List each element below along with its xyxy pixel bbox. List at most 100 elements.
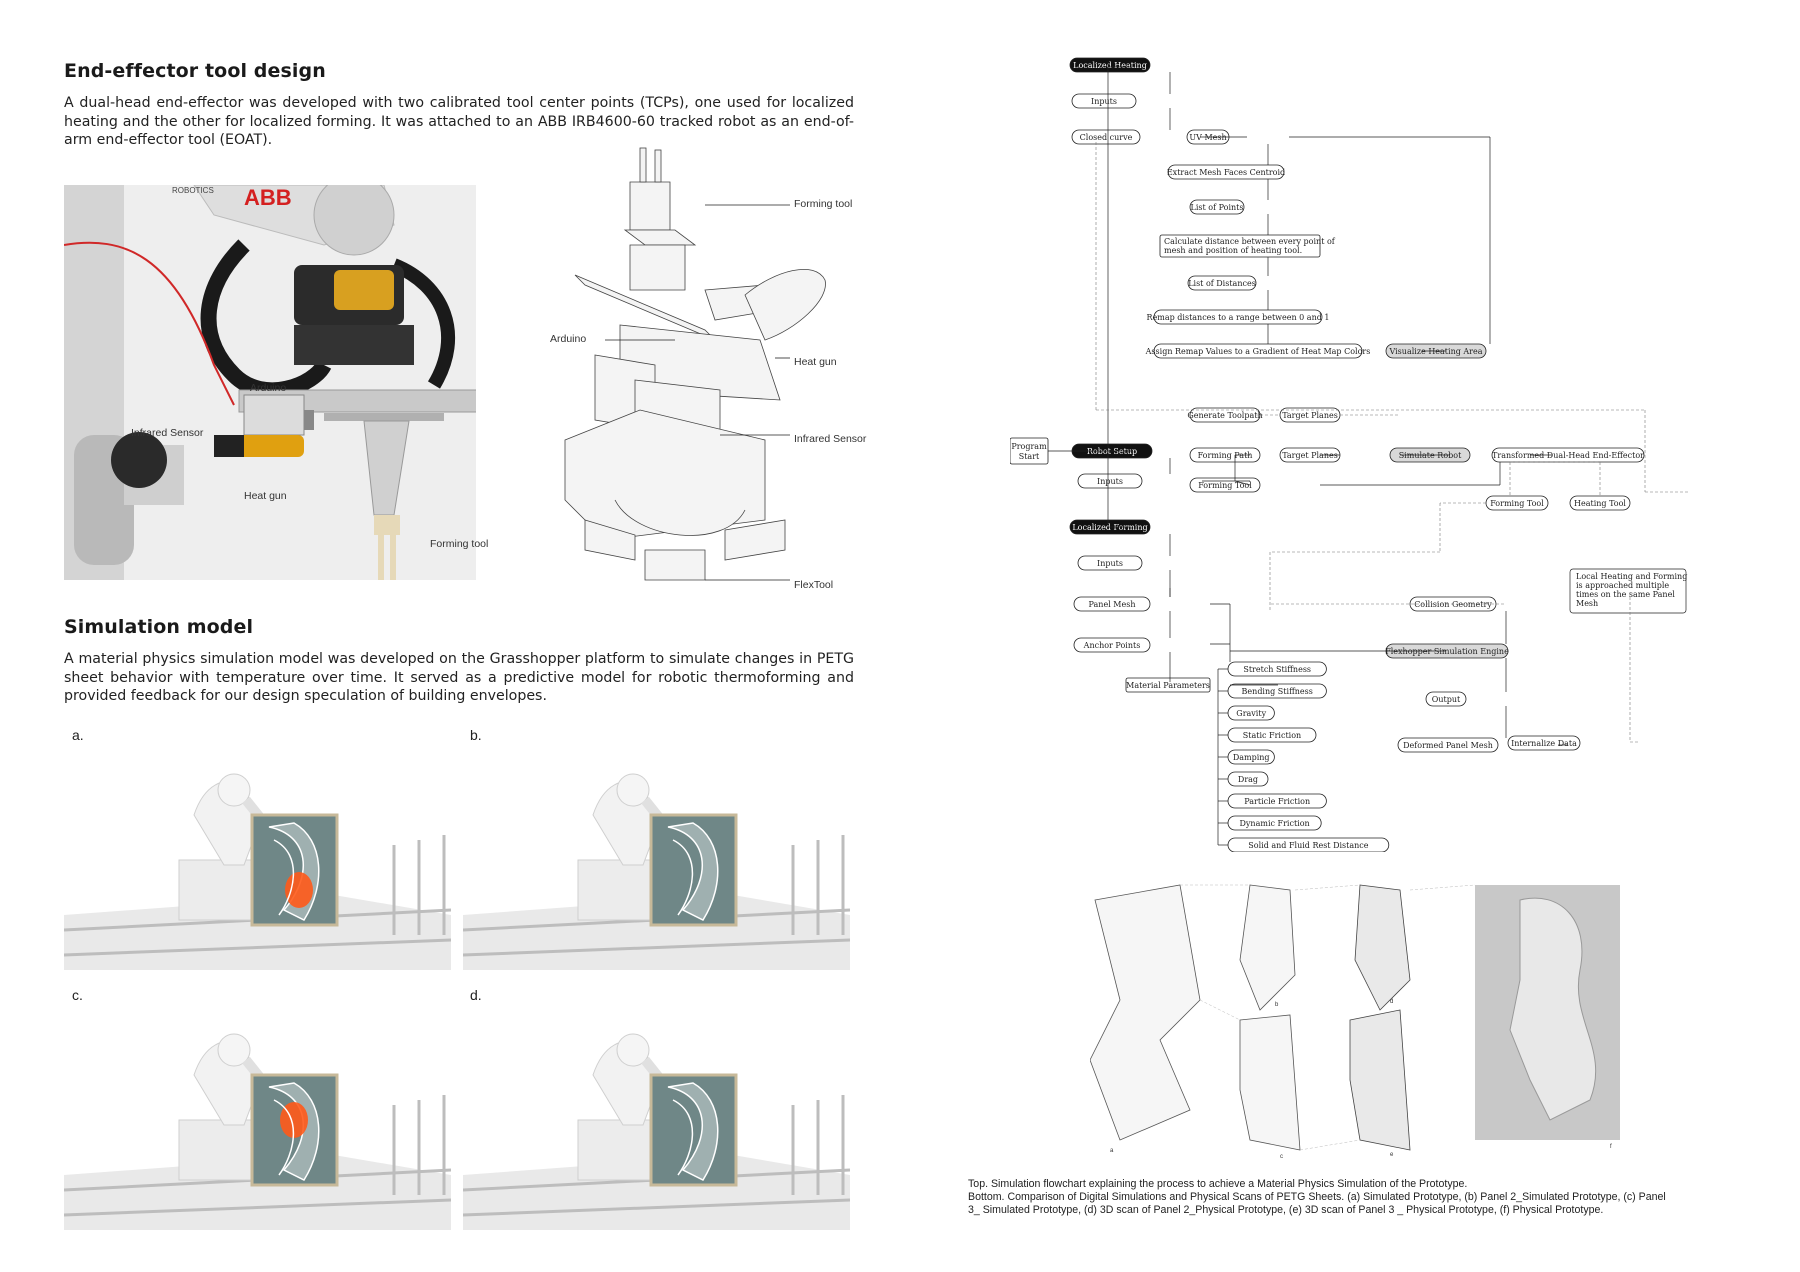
figure-caption: Top. Simulation flowchart explaining the… bbox=[968, 1178, 1728, 1217]
fc-text-calc-1: Calculate distance between every point o… bbox=[1164, 237, 1336, 246]
photo-label-heat-gun: Heat gun bbox=[244, 490, 287, 502]
fc-text-list-distances: List of Distances bbox=[1188, 279, 1256, 288]
photo-label-arduino: Arduino bbox=[250, 382, 287, 394]
scan-comparison-figure: a b c d e f bbox=[1090, 884, 1620, 1160]
fc-node-anchor-points bbox=[1073, 637, 1151, 653]
caption-line-1: Top. Simulation flowchart explaining the… bbox=[968, 1178, 1468, 1190]
fc-node-inputs-3 bbox=[1077, 555, 1143, 571]
fc-node-heating-tool-out bbox=[1569, 495, 1631, 511]
diagram-label-arduino: Arduino bbox=[550, 333, 587, 345]
fc-param-text-4: Damping bbox=[1233, 753, 1270, 762]
fc-text-closed-curve: Closed curve bbox=[1080, 133, 1133, 142]
scan-shape-c bbox=[1239, 1014, 1301, 1151]
fc-text-extract-centroid: Extract Mesh Faces Centroid bbox=[1167, 168, 1285, 177]
fc-text-panel-mesh: Panel Mesh bbox=[1089, 600, 1136, 609]
scan-shape-a bbox=[1090, 884, 1201, 1141]
fc-node-extract-centroid bbox=[1167, 164, 1285, 180]
svg-text:ROBOTICS: ROBOTICS bbox=[172, 186, 214, 195]
fc-text-program-1: Program bbox=[1011, 442, 1047, 451]
fc-node-forming-path bbox=[1189, 447, 1261, 463]
fc-text-inputs-2: Inputs bbox=[1097, 477, 1123, 486]
fc-node-remap bbox=[1153, 309, 1323, 325]
fc-param-text-1: Bending Stiffness bbox=[1242, 687, 1313, 696]
fc-text-visualize: Visualize Heating Area bbox=[1388, 347, 1482, 356]
fc-param-text-0: Stretch Stiffness bbox=[1243, 665, 1311, 674]
fc-param-text-2: Gravity bbox=[1236, 709, 1266, 718]
fc-node-assign-remap bbox=[1153, 343, 1363, 359]
fc-param-text-3: Static Friction bbox=[1243, 731, 1301, 740]
fc-note-line-2: times on the same Panel bbox=[1576, 590, 1675, 599]
fc-text-localized-forming: Localized Forming bbox=[1072, 523, 1147, 532]
fc-param-text-5: Drag bbox=[1238, 775, 1258, 784]
fc-param-text-8: Solid and Fluid Rest Distance bbox=[1248, 841, 1368, 850]
fc-text-target-planes-1: Target Planes bbox=[1282, 411, 1338, 420]
fc-text-forming-path: Forming Path bbox=[1198, 451, 1253, 460]
scan-shape-b bbox=[1239, 884, 1296, 1011]
fc-text-remap: Remap distances to a range between 0 and… bbox=[1147, 313, 1330, 322]
fc-node-inputs-2 bbox=[1077, 473, 1143, 489]
fc-text-forming-tool-out: Forming Tool bbox=[1490, 499, 1544, 508]
fc-text-program-2: Start bbox=[1019, 452, 1040, 461]
panel-label-c: c. bbox=[72, 987, 83, 1003]
fc-text-inputs-3: Inputs bbox=[1097, 559, 1123, 568]
fc-node-material-parameters bbox=[1125, 677, 1211, 693]
fc-text-material-parameters: Material Parameters bbox=[1126, 681, 1210, 690]
fc-text-assign-remap: Assign Remap Values to a Gradient of Hea… bbox=[1145, 347, 1371, 356]
fc-text-forming-tool-input: Forming Tool bbox=[1198, 481, 1252, 490]
fc-note-line-0: Local Heating and Forming bbox=[1576, 572, 1687, 581]
fc-text-localized-heating: Localized Heating bbox=[1073, 61, 1147, 70]
fc-node-list-points bbox=[1189, 199, 1245, 215]
fc-node-output bbox=[1425, 691, 1467, 707]
diagram-label-flextool: FlexTool bbox=[794, 579, 834, 591]
fc-text-heating-tool-out: Heating Tool bbox=[1574, 499, 1626, 508]
caption-line-3: 3_ Simulated Prototype, (d) 3D scan of P… bbox=[968, 1204, 1604, 1216]
fc-node-list-distances bbox=[1187, 275, 1257, 291]
fc-text-robot-setup: Robot Setup bbox=[1087, 447, 1137, 456]
simulation-paragraph: A material physics simulation model was … bbox=[64, 651, 854, 704]
scan-letter-b: b bbox=[1275, 1002, 1279, 1008]
fc-text-deformed-panel: Deformed Panel Mesh bbox=[1403, 741, 1493, 750]
fc-text-calc-2: mesh and position of heating tool. bbox=[1164, 246, 1302, 255]
sim-panel-d bbox=[463, 1005, 850, 1230]
scan-shape-d bbox=[1354, 884, 1411, 1011]
fc-text-transformed: Transformed Dual-Head End-Effector bbox=[1492, 451, 1644, 460]
fc-note-line-3: Mesh bbox=[1576, 599, 1598, 608]
fc-text-output: Output bbox=[1432, 695, 1461, 704]
diagram-label-forming-tool: Forming tool bbox=[794, 198, 853, 210]
scan-letter-d: d bbox=[1390, 999, 1393, 1005]
fc-text-simulate-robot: Simulate Robot bbox=[1399, 451, 1462, 460]
scan-letter-a: a bbox=[1110, 1148, 1114, 1154]
panel-label-d: d. bbox=[470, 987, 482, 1003]
scan-letter-e: e bbox=[1390, 1152, 1394, 1158]
simulation-heading: Simulation model bbox=[64, 616, 254, 638]
photo-label-infrared-sensor: Infrared Sensor bbox=[131, 427, 204, 439]
fc-text-internalize: Internalize Data bbox=[1511, 739, 1577, 748]
fc-note-box bbox=[1569, 568, 1687, 614]
end-effector-heading: End-effector tool design bbox=[64, 60, 326, 82]
sim-panel-c bbox=[64, 1005, 451, 1230]
end-effector-photo: ROBOTICS ABB bbox=[64, 185, 476, 580]
fc-node-localized-heating bbox=[1069, 57, 1151, 73]
fc-text-uv-mesh: UV Mesh bbox=[1189, 133, 1226, 142]
scan-letter-c: c bbox=[1280, 1154, 1283, 1160]
fc-text-flexhopper: Flexhopper Simulation Engine bbox=[1385, 647, 1509, 656]
panel-label-b: b. bbox=[470, 727, 482, 743]
fc-node-inputs-1 bbox=[1071, 93, 1137, 109]
fc-text-anchor-points: Anchor Points bbox=[1083, 641, 1141, 650]
scan-letter-f: f bbox=[1610, 1144, 1612, 1150]
fc-node-forming-tool-input bbox=[1189, 477, 1261, 493]
photo-label-forming-tool: Forming tool bbox=[430, 538, 489, 550]
fc-param-text-7: Dynamic Friction bbox=[1240, 819, 1310, 828]
fc-text-target-planes-2: Target Planes bbox=[1282, 451, 1338, 460]
fc-node-panel-mesh bbox=[1073, 596, 1151, 612]
fc-node-closed-curve bbox=[1071, 129, 1141, 145]
fc-text-inputs-1: Inputs bbox=[1091, 97, 1117, 106]
fc-param-text-6: Particle Friction bbox=[1244, 797, 1310, 806]
fc-text-generate-toolpath: Generate Toolpath bbox=[1187, 411, 1262, 420]
end-effector-paragraph: A dual-head end-effector was developed w… bbox=[64, 95, 854, 148]
fc-node-calc-distance bbox=[1159, 234, 1321, 258]
sim-panel-b bbox=[463, 745, 850, 970]
fc-node-deformed-panel bbox=[1397, 737, 1499, 753]
end-effector-exploded-diagram bbox=[564, 147, 826, 581]
caption-line-2: Bottom. Comparison of Digital Simulation… bbox=[968, 1191, 1666, 1203]
